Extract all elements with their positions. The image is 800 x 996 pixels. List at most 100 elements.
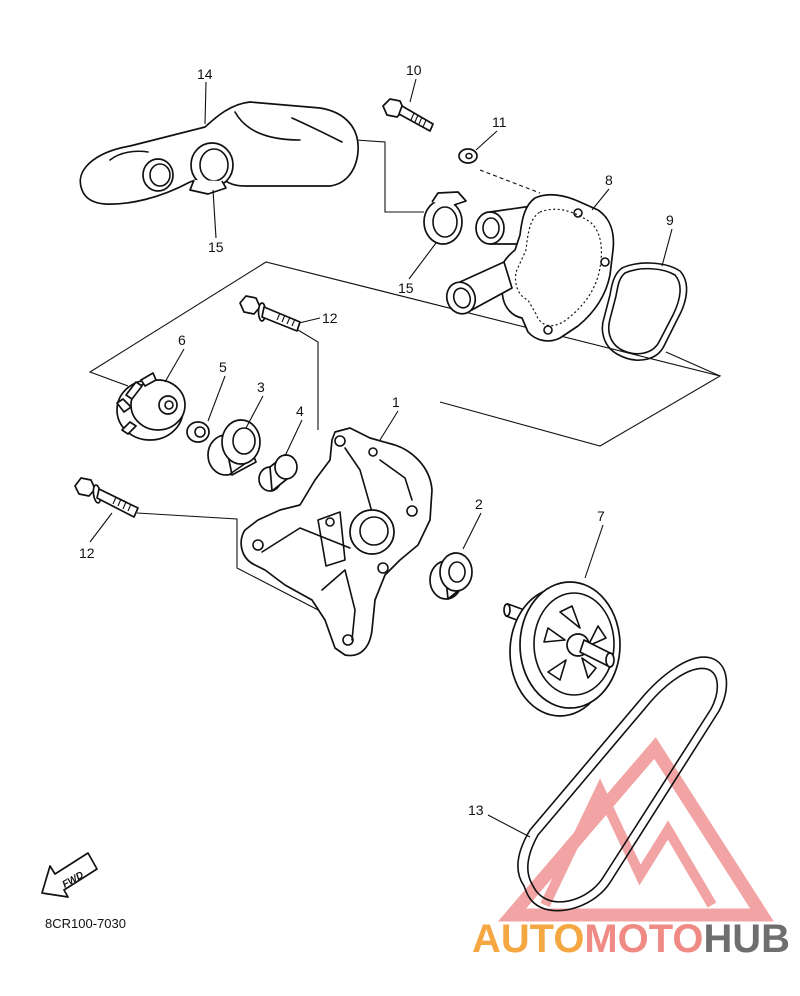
- housing-bolt-hole-right: [600, 257, 610, 267]
- callout-13: 13: [468, 802, 484, 818]
- bolt-12-lower-shaft: [96, 488, 139, 518]
- bearing-edge-bottom: [447, 590, 459, 600]
- housing-pipe-lower-bore: [452, 287, 472, 309]
- pump-body-hole-top: [334, 435, 346, 447]
- hose-bend-line: [109, 150, 149, 161]
- leader-15-lower: [408, 242, 437, 280]
- watermark-text-hub: HUB: [703, 917, 790, 961]
- seal-5-outer: [186, 421, 210, 443]
- guide-line-gasket: [665, 351, 721, 377]
- pump-pulley: [503, 581, 621, 717]
- housing-bolt-hole-top: [573, 208, 583, 218]
- guide-line-hose: [355, 139, 424, 213]
- fwd-arrow-shape: [41, 852, 98, 898]
- impeller-blade-2: [140, 372, 157, 387]
- bushing: [258, 454, 298, 492]
- leader-15-upper: [212, 189, 217, 239]
- watermark-inner-chevron: [540, 778, 717, 908]
- oil-seal-small: [186, 421, 210, 443]
- seal-5-inner: [194, 426, 206, 438]
- leader-7: [584, 524, 604, 579]
- hose-opening: [142, 158, 174, 192]
- leader-12-lower: [89, 512, 113, 543]
- leader-8: [591, 188, 610, 211]
- callout-3: 3: [257, 379, 265, 395]
- leader-13: [487, 814, 531, 838]
- impeller-front-face: [130, 379, 186, 431]
- pump-body-rib-right: [379, 459, 413, 501]
- bolt-pump-upper: [239, 295, 301, 332]
- gasket-inner: [607, 267, 681, 355]
- washer-outer: [458, 148, 478, 164]
- callout-1: 1: [392, 394, 400, 410]
- pump-body-hole-bottom: [342, 634, 354, 646]
- leader-11: [475, 130, 498, 151]
- washer: [458, 148, 478, 164]
- hose-fold-line: [234, 111, 301, 141]
- bolt-12-lower-threads: [112, 496, 132, 512]
- bearing-bore: [448, 561, 466, 583]
- guide-line-upper-bolt: [297, 329, 319, 430]
- leader-1: [379, 410, 399, 441]
- bolt-12-upper-threads: [276, 312, 296, 327]
- pump-body-hole-right: [406, 505, 418, 517]
- callout-12-upper: 12: [322, 310, 338, 326]
- callout-15-lower: 15: [398, 280, 414, 296]
- bolt-12-upper-head: [239, 295, 261, 315]
- callout-2: 2: [475, 496, 483, 512]
- watermark-text: AUTOMOTOHUB: [472, 917, 790, 961]
- pulley-shaft-rear-end: [503, 603, 511, 617]
- callout-leader-lines: [89, 78, 673, 838]
- leader-6: [164, 348, 185, 383]
- belt-inner: [526, 667, 719, 903]
- pump-body-hole-left: [252, 539, 264, 551]
- housing-pipe-upper-end: [475, 211, 505, 245]
- callout-12-lower: 12: [79, 545, 95, 561]
- diagram-code: 8CR100-7030: [45, 916, 126, 931]
- leader-10: [409, 78, 417, 103]
- impeller-blade-3: [116, 398, 132, 413]
- bolt-12-lower-head: [74, 477, 96, 497]
- pump-outlet-housing: [445, 193, 615, 342]
- pump-body-plate: [240, 427, 433, 657]
- guide-line-washer: [479, 169, 541, 194]
- impeller-blade-4: [121, 421, 137, 435]
- callout-8: 8: [605, 172, 613, 188]
- bolt-12-upper-shaft: [261, 306, 301, 332]
- leader-9: [661, 228, 673, 267]
- housing-bolt-hole-bottom: [543, 325, 553, 335]
- impeller-hub-bore: [164, 400, 174, 410]
- leader-4: [284, 419, 303, 457]
- bolt-housing: [382, 98, 434, 132]
- pulley-shaft-front-end: [605, 652, 615, 668]
- pump-body-rib-left: [261, 527, 351, 553]
- leader-14: [204, 81, 207, 125]
- pump-body-hole-upper-right: [368, 447, 378, 457]
- washer-hole: [465, 152, 473, 160]
- callout-10: 10: [406, 62, 422, 78]
- pump-body-hole-center: [325, 517, 335, 527]
- hose-clamp-upper: [189, 142, 234, 195]
- watermark-text-moto: MOTO: [584, 917, 703, 961]
- callout-11: 11: [492, 114, 507, 130]
- hose-clamp-lower: [423, 191, 467, 245]
- guide-line-lower-bolt: [136, 512, 323, 613]
- drive-belt: [517, 656, 728, 912]
- guide-line-box-left: [88, 261, 722, 447]
- housing-body: [498, 193, 615, 342]
- forward-direction-arrow: FWD: [41, 852, 98, 898]
- pump-body-hole-lower-right: [377, 562, 389, 574]
- clamp-lower-tab: [431, 191, 467, 206]
- mechanical-seal: [207, 419, 261, 476]
- seal-3-edge-bottom: [229, 462, 247, 475]
- callout-4: 4: [296, 403, 304, 419]
- bearing-front: [439, 552, 473, 592]
- callout-5: 5: [219, 359, 227, 375]
- pump-body-rib-lower: [321, 569, 356, 641]
- belt-outer: [517, 656, 728, 912]
- watermark-logo: [497, 737, 774, 922]
- callout-14: 14: [197, 66, 213, 82]
- hose-inner-line: [291, 117, 343, 143]
- pump-body-bearing-bore: [359, 516, 389, 546]
